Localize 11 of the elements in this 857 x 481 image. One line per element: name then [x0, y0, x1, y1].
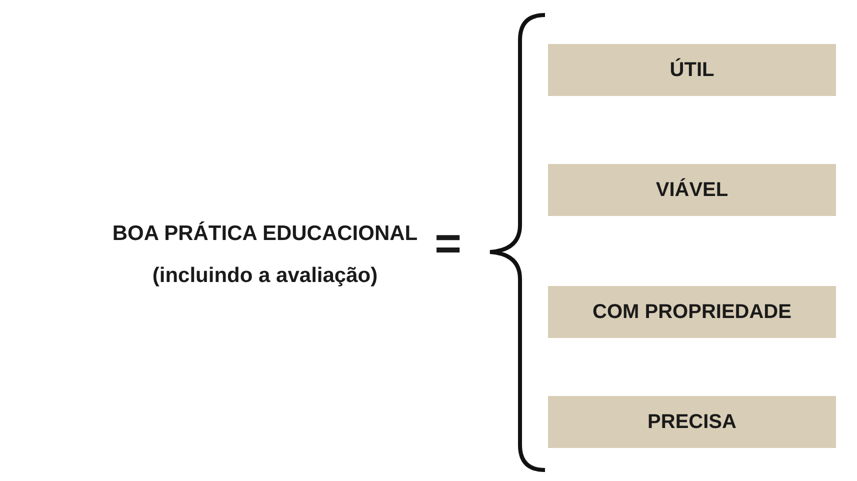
box-label: COM PROPRIEDADE	[592, 300, 792, 324]
subheading: (incluindo a avaliação)	[151, 264, 379, 288]
category-box	[548, 396, 836, 448]
category-box	[548, 164, 836, 216]
box-label: ÚTIL	[670, 58, 714, 82]
box-label: VIÁVEL	[656, 178, 728, 202]
category-box	[548, 44, 836, 96]
category-box	[548, 286, 836, 338]
equals-sign: =	[434, 216, 462, 270]
box-label: PRECISA	[648, 410, 736, 434]
heading: BOA PRÁTICA EDUCACIONAL	[111, 222, 419, 246]
